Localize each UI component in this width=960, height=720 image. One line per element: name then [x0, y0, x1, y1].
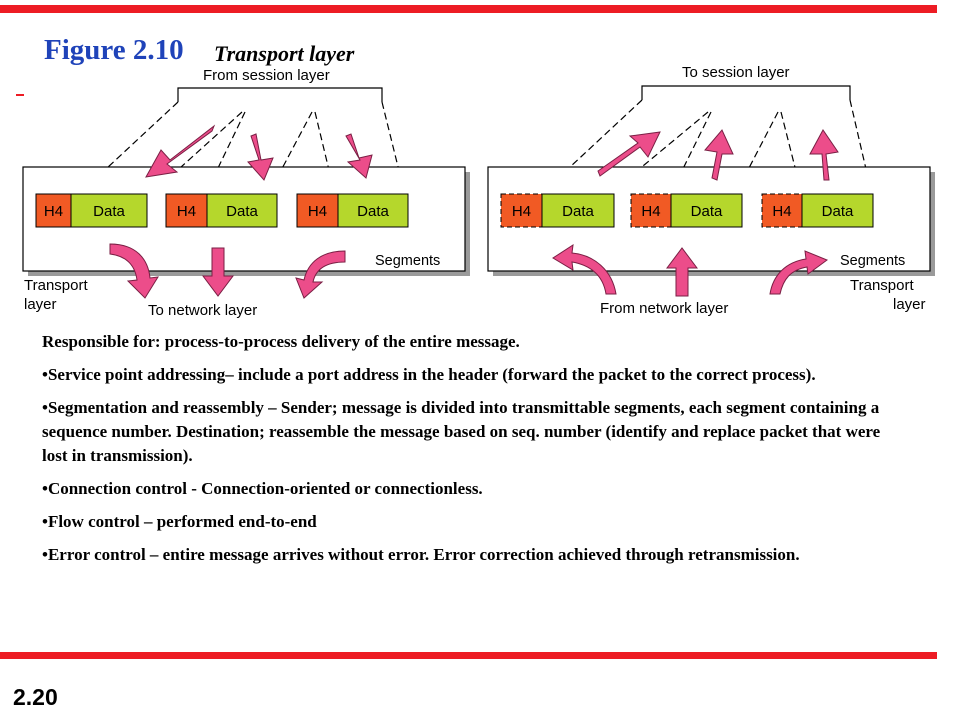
- sender-seg1-header: H4: [44, 203, 63, 220]
- sender-side-label-2: layer: [24, 296, 57, 313]
- receiver-seg1-data: Data: [562, 203, 594, 220]
- straight-up-arrow: [666, 247, 698, 297]
- page-number: 2.20: [13, 684, 58, 710]
- curved-up-arrow-left: [552, 243, 617, 295]
- bullet-segmentation: •Segmentation and reassembly – Sender; m…: [42, 398, 881, 465]
- bullet-connection-control: •Connection control - Connection-oriente…: [42, 479, 483, 498]
- sender-segments-label: Segments: [375, 253, 440, 269]
- curved-arrow-left: [109, 243, 159, 299]
- sender-side-label-1: Transport: [24, 277, 88, 294]
- bullet-error-control: •Error control – entire message arrives …: [42, 545, 800, 564]
- receiver-seg2-header: H4: [641, 203, 660, 220]
- sender-seg2-data-box: [206, 193, 278, 228]
- receiver-side-label-2: layer: [893, 296, 926, 313]
- receiver-seg3-header: H4: [772, 203, 791, 220]
- receiver-segments-label: Segments: [840, 253, 905, 269]
- sender-seg1-data: Data: [93, 203, 125, 220]
- bullet-service-point: •Service point addressing– include a por…: [42, 365, 816, 384]
- straight-down-arrow: [202, 247, 234, 297]
- sender-top-bracket: [177, 87, 383, 102]
- sender-group: From session layer H4 Data H4 Data H4: [22, 67, 470, 319]
- down-arrow-2: [247, 133, 274, 181]
- sender-seg3-data: Data: [357, 203, 389, 220]
- transport-layer-diagram: .lbl { font-family: "Liberation Sans", s…: [22, 64, 935, 319]
- sender-seg3-header: H4: [308, 203, 327, 220]
- figure-title: Figure 2.10: [44, 34, 184, 66]
- receiver-seg2-header-box: [630, 193, 672, 228]
- sender-top-label: From session layer: [203, 67, 330, 84]
- receiver-seg1-header-box: [500, 193, 543, 228]
- top-red-rule: [0, 5, 937, 13]
- bottom-red-rule: [0, 652, 937, 659]
- receiver-seg2-data: Data: [691, 203, 723, 220]
- receiver-seg2-data-box: [670, 193, 743, 228]
- curved-arrow-right: [295, 250, 346, 299]
- sender-bottom-label: To network layer: [148, 302, 257, 319]
- intro-paragraph: Responsible for: process-to-process deli…: [42, 332, 520, 351]
- description-text: Responsible for: process-to-process deli…: [42, 330, 898, 576]
- receiver-seg3-data: Data: [822, 203, 854, 220]
- receiver-bottom-label: From network layer: [600, 300, 728, 317]
- down-arrow-1: [145, 124, 216, 178]
- up-arrow-3: [809, 129, 839, 181]
- receiver-top-label: To session layer: [682, 64, 790, 81]
- bullet-flow-control: •Flow control – performed end-to-end: [42, 512, 317, 531]
- sender-seg3-data-box: [337, 193, 409, 228]
- receiver-side-label-1: Transport: [850, 277, 914, 294]
- receiver-seg3-data-box: [801, 193, 874, 228]
- down-arrow-3: [345, 133, 373, 179]
- receiver-seg1-data-box: [541, 193, 615, 228]
- receiver-seg1-header: H4: [512, 203, 531, 220]
- curved-up-arrow-right: [769, 250, 829, 295]
- figure-subtitle: Transport layer: [214, 41, 355, 66]
- up-arrow-2: [704, 129, 734, 181]
- receiver-top-bracket: [641, 85, 851, 100]
- sender-seg1-data-box: [70, 193, 148, 228]
- sender-seg2-data: Data: [226, 203, 258, 220]
- sender-seg2-header: H4: [177, 203, 196, 220]
- up-arrow-1: [597, 131, 661, 177]
- red-tick-mark: [16, 94, 24, 96]
- receiver-group: To session layer H4 Data H4 Data H4 Data…: [487, 64, 935, 317]
- sender-seg2-header-box: [165, 193, 208, 228]
- sender-seg1-header-box: [35, 193, 72, 228]
